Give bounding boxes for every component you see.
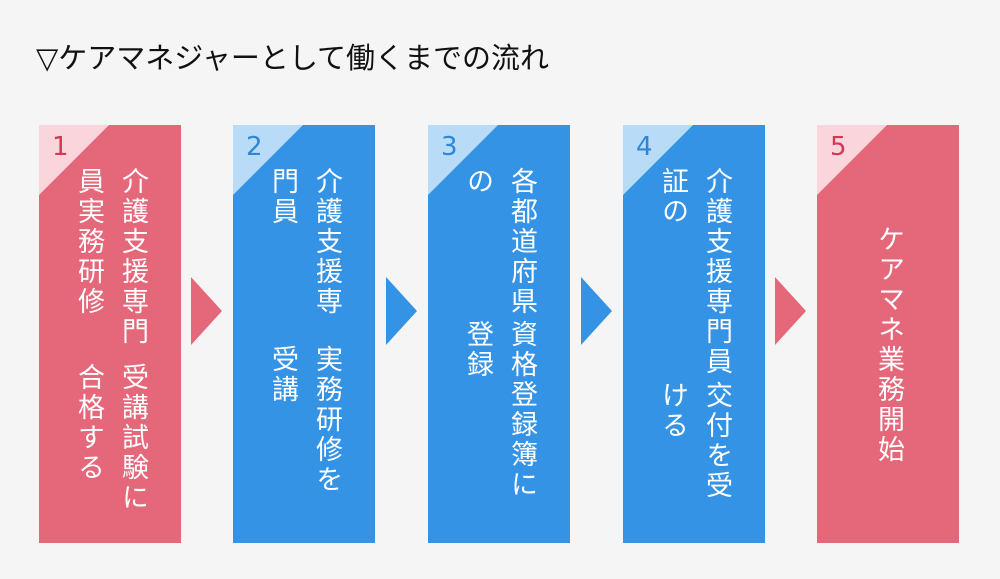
step-number: 4 bbox=[636, 132, 653, 162]
step-number: 1 bbox=[52, 132, 69, 162]
step-1-box: 1 介護支援専門員実務研修 受講試験に合格する bbox=[39, 125, 181, 543]
step-corner-tab bbox=[428, 125, 498, 195]
step-label-line: 受講試験に合格する bbox=[73, 362, 148, 513]
arrow-right-icon bbox=[775, 277, 806, 345]
step-label-line: 実務研修を受講 bbox=[267, 345, 342, 495]
step-label: ケアマネ業務開始 bbox=[817, 167, 959, 523]
step-5-box: 5 ケアマネ業務開始 bbox=[817, 125, 959, 543]
step-corner-tab bbox=[233, 125, 303, 195]
step-label-line: 各都道府県の bbox=[462, 167, 537, 317]
step-label: 介護支援専門員 実務研修を受講 bbox=[233, 167, 375, 523]
step-corner-tab bbox=[39, 125, 109, 195]
arrow-right-icon bbox=[386, 277, 417, 345]
step-label-line: 介護支援専門員証の bbox=[657, 167, 732, 377]
step-label-line: 介護支援専門員実務研修 bbox=[73, 167, 148, 347]
step-number: 5 bbox=[830, 132, 847, 162]
arrow-right-icon bbox=[581, 277, 612, 345]
step-label: 介護支援専門員証の 交付を受ける bbox=[623, 167, 765, 523]
page-title: ▽ケアマネジャーとして働くまでの流れ bbox=[36, 41, 549, 75]
step-number: 3 bbox=[441, 132, 458, 162]
step-4-box: 4 介護支援専門員証の 交付を受ける bbox=[623, 125, 765, 543]
arrow-right-icon bbox=[191, 277, 222, 345]
step-label-line: ケアマネ業務開始 bbox=[873, 225, 904, 465]
step-number: 2 bbox=[246, 132, 263, 162]
step-corner-tab bbox=[817, 125, 887, 195]
step-label: 介護支援専門員実務研修 受講試験に合格する bbox=[39, 167, 181, 523]
step-label-line: 資格登録簿に登録 bbox=[462, 319, 537, 500]
step-corner-tab bbox=[623, 125, 693, 195]
step-label-line: 交付を受ける bbox=[657, 380, 732, 501]
step-2-box: 2 介護支援専門員 実務研修を受講 bbox=[233, 125, 375, 543]
step-3-box: 3 各都道府県の 資格登録簿に登録 bbox=[428, 125, 570, 543]
step-label: 各都道府県の 資格登録簿に登録 bbox=[428, 167, 570, 523]
step-label-line: 介護支援専門員 bbox=[267, 167, 342, 317]
